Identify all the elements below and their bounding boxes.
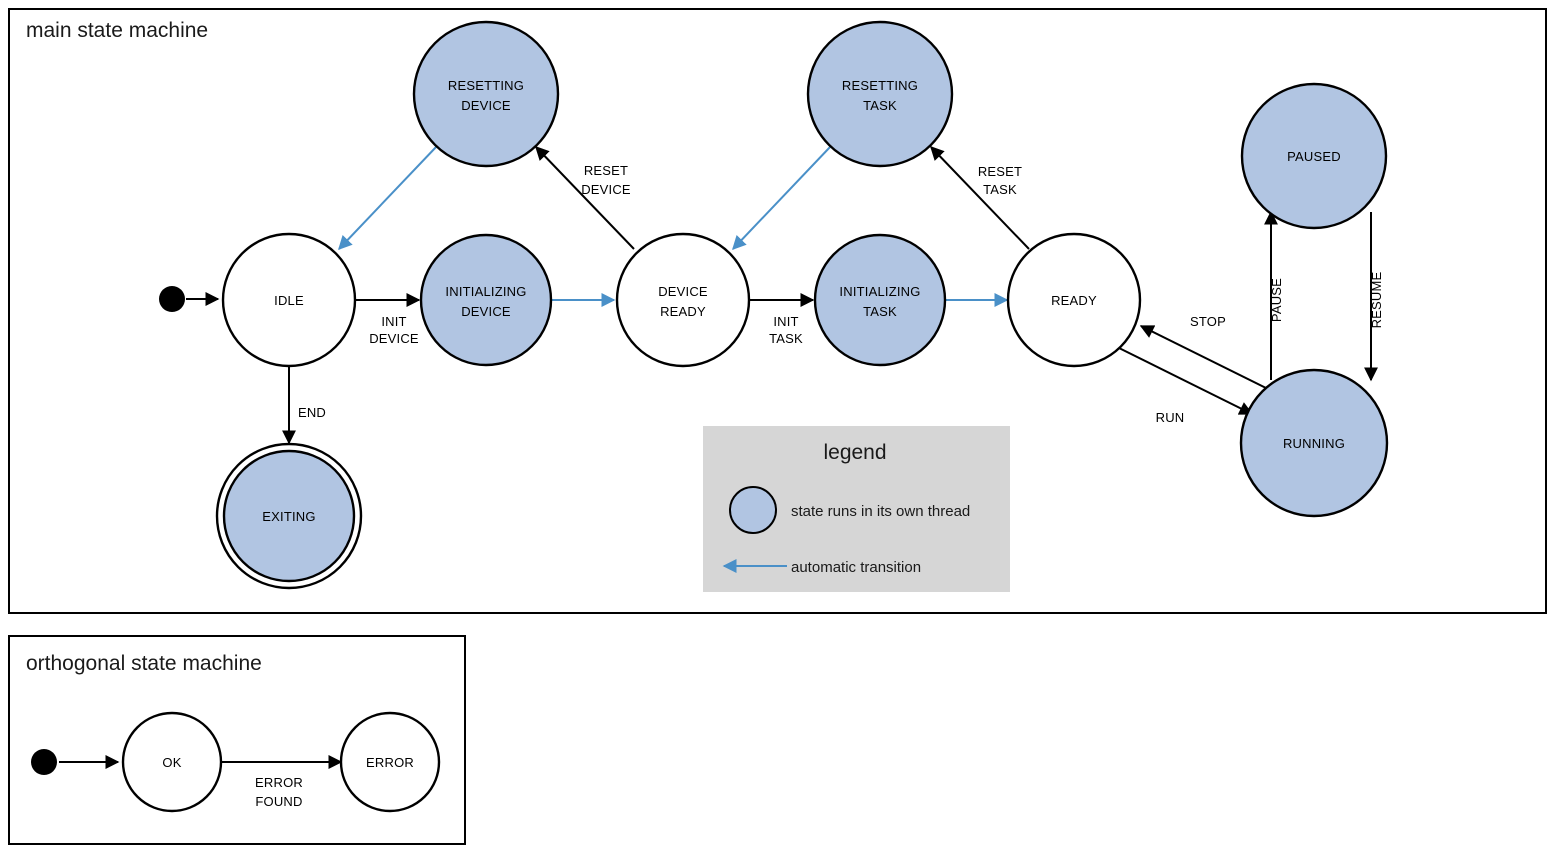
state-error-label: ERROR: [366, 755, 414, 770]
legend-item-2-text: automatic transition: [791, 559, 921, 576]
state-resetting-device-circle[interactable]: [412, 20, 560, 168]
state-paused-circle[interactable]: [1240, 82, 1388, 230]
state-resetting-task-label-line1: RESETTING: [842, 78, 918, 93]
transition-label-resume: RESUME: [1369, 271, 1384, 328]
transition-label-init-task-line1: INIT: [773, 314, 798, 329]
state-paused[interactable]: PAUSED: [1240, 82, 1388, 230]
transition-label-end: END: [298, 405, 326, 420]
state-resetting-task[interactable]: RESETTING TASK: [806, 20, 954, 168]
transition-label-pause: PAUSE: [1269, 278, 1284, 322]
state-device-ready-label-line1: DEVICE: [658, 284, 708, 299]
transition-device-ready-to-resetting-device: [535, 145, 635, 250]
state-resetting-device-label-line1: RESETTING: [448, 78, 524, 93]
state-initializing-task-label-line1: INITIALIZING: [839, 284, 920, 299]
state-error[interactable]: ERROR: [339, 711, 441, 813]
legend-title: legend: [823, 441, 886, 464]
transition-label-reset-device-line2: DEVICE: [581, 182, 631, 197]
transition-ready-to-resetting-task: [930, 145, 1030, 250]
legend-item-threaded-state: state runs in its own thread: [729, 486, 970, 534]
state-resetting-device[interactable]: RESETTING DEVICE: [412, 20, 560, 168]
orthogonal-initial-state-dot[interactable]: [31, 749, 57, 775]
orthogonal-states: OK ERROR: [31, 711, 441, 813]
transition-label-reset-device-line1: RESET: [584, 163, 628, 178]
main-frame-title: main state machine: [26, 19, 208, 42]
main-transitions: INIT DEVICE RESET DEVICE INIT TASK RESET…: [186, 145, 1384, 445]
transition-label-stop: STOP: [1190, 314, 1226, 329]
initial-state-dot[interactable]: [159, 286, 185, 312]
state-initializing-device-label-line2: DEVICE: [461, 304, 511, 319]
legend-item-automatic-transition: automatic transition: [722, 559, 921, 576]
state-initializing-task-label-line2: TASK: [863, 304, 897, 319]
state-running[interactable]: RUNNING: [1239, 368, 1389, 518]
transition-resetting-task-to-device-ready: [732, 145, 832, 251]
state-ok[interactable]: OK: [121, 711, 223, 813]
state-idle[interactable]: IDLE: [221, 232, 357, 368]
state-ok-label: OK: [162, 755, 181, 770]
transition-label-init-device-line2: DEVICE: [369, 331, 419, 346]
state-exiting-label: EXITING: [262, 509, 315, 524]
state-resetting-device-label-line2: DEVICE: [461, 98, 511, 113]
transition-label-reset-task-line2: TASK: [983, 182, 1017, 197]
state-running-label: RUNNING: [1283, 436, 1345, 451]
state-idle-circle[interactable]: [221, 232, 357, 368]
state-ready-label: READY: [1051, 293, 1097, 308]
state-ready[interactable]: READY: [1006, 232, 1142, 368]
main-states: IDLE RESETTING DEVICE INITIALIZING DEVIC…: [159, 20, 1389, 590]
transition-label-run: RUN: [1156, 410, 1185, 425]
state-paused-label: PAUSED: [1287, 149, 1341, 164]
transition-label-init-task-line2: TASK: [769, 331, 803, 346]
transition-running-to-ready: [1139, 325, 1267, 389]
transition-label-error-found-line1: ERROR: [255, 775, 303, 790]
state-ok-circle[interactable]: [121, 711, 223, 813]
transition-ready-to-running: [1118, 347, 1254, 415]
orthogonal-frame-title: orthogonal state machine: [26, 652, 262, 675]
transition-resetting-device-to-idle: [338, 145, 438, 251]
orthogonal-transitions: ERROR FOUND: [59, 755, 343, 809]
transition-label-reset-task-line1: RESET: [978, 164, 1022, 179]
state-exiting-circle[interactable]: [222, 449, 356, 583]
state-exiting-outer-circle: [215, 442, 363, 590]
transition-label-error-found-line2: FOUND: [255, 794, 302, 809]
state-ready-circle[interactable]: [1006, 232, 1142, 368]
state-resetting-task-circle[interactable]: [806, 20, 954, 168]
state-device-ready-label-line2: READY: [660, 304, 706, 319]
state-exiting[interactable]: EXITING: [215, 442, 363, 590]
legend: legend state runs in its own thread auto…: [703, 426, 1010, 592]
state-resetting-task-label-line2: TASK: [863, 98, 897, 113]
legend-item-1-text: state runs in its own thread: [791, 503, 970, 520]
state-initializing-device-circle[interactable]: [419, 233, 553, 367]
state-idle-label: IDLE: [274, 293, 304, 308]
state-initializing-task-circle[interactable]: [813, 233, 947, 367]
state-initializing-device[interactable]: INITIALIZING DEVICE: [419, 233, 553, 367]
state-device-ready[interactable]: DEVICE READY: [615, 232, 751, 368]
transition-label-init-device-line1: INIT: [381, 314, 406, 329]
threaded-state-icon: [729, 486, 777, 534]
state-initializing-task[interactable]: INITIALIZING TASK: [813, 233, 947, 367]
state-running-circle[interactable]: [1239, 368, 1389, 518]
state-error-circle[interactable]: [339, 711, 441, 813]
state-initializing-device-label-line1: INITIALIZING: [445, 284, 526, 299]
state-device-ready-circle[interactable]: [615, 232, 751, 368]
